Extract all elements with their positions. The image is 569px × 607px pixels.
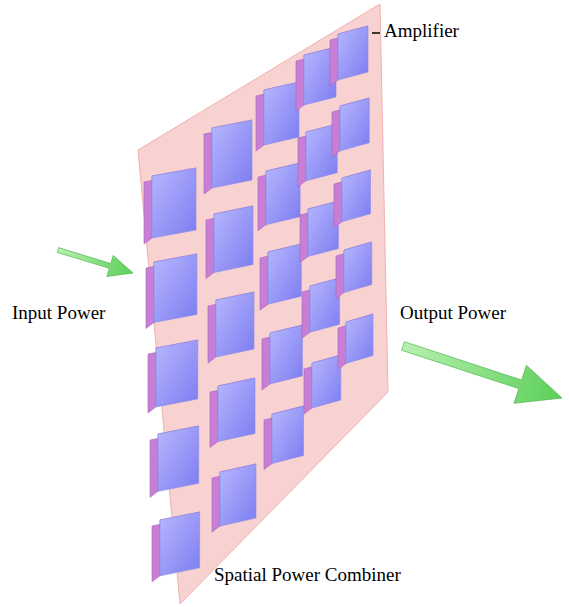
amplifier-face (272, 406, 304, 464)
amplifier-face (268, 244, 301, 304)
amplifier-side (304, 355, 341, 414)
amplifier-face (264, 82, 299, 145)
amplifier-side (334, 170, 371, 228)
amplifier-block (210, 378, 255, 448)
amplifier-side (338, 314, 373, 369)
amplifier-face (152, 168, 196, 238)
amplifier-face (156, 340, 198, 407)
amplifier-face (212, 120, 252, 188)
amplifier-face (266, 163, 300, 225)
amplifier-side (330, 26, 368, 86)
amplifier-face (154, 254, 197, 322)
amplifier-block (302, 278, 340, 338)
amplifier-face (218, 378, 255, 442)
amplifier-side (208, 292, 254, 363)
amplifier-face (310, 278, 340, 332)
amplifier-side (150, 426, 199, 497)
amplifier-block (330, 26, 368, 86)
amplifier-face (160, 512, 200, 576)
amplifier-side (262, 325, 302, 390)
amplifier-face (158, 426, 199, 491)
callout-label: Output Power (400, 302, 506, 325)
amplifier-block (304, 355, 341, 414)
amplifier-face (220, 464, 256, 526)
amplifier-face (342, 170, 371, 222)
amplifier-block (150, 426, 199, 497)
amplifier-side (152, 512, 200, 582)
amplifier-block (300, 201, 338, 263)
amplifier-side (332, 98, 369, 157)
amplifier-side (204, 120, 252, 194)
amplifier-side (260, 244, 301, 310)
amplifier-side (258, 163, 300, 231)
amplifier-side (148, 340, 198, 413)
amplifier-side (206, 206, 253, 279)
amplifier-block (336, 242, 372, 299)
amplifier-block (144, 168, 196, 244)
amplifier-block (298, 124, 337, 187)
amplifier-block (338, 314, 373, 369)
amplifier-block (146, 254, 197, 328)
amplifier-side (210, 378, 255, 448)
amplifier-block (204, 120, 252, 194)
amplifier-side (264, 406, 304, 470)
amplifier-face (344, 242, 372, 293)
output-arrow (397, 327, 568, 417)
callout-label: Amplifier (384, 20, 459, 43)
amplifier-face (270, 325, 302, 384)
amplifier-face (346, 314, 373, 363)
caption: Spatial Power Combiner (214, 564, 401, 587)
amplifier-block (332, 98, 369, 157)
amplifier-face (216, 292, 254, 357)
amplifier-block (148, 340, 198, 413)
amplifier-block (256, 82, 299, 151)
combiner-plane (138, 4, 388, 604)
amplifier-block (212, 464, 256, 532)
leader-line (372, 32, 380, 34)
amplifier-side (298, 124, 337, 187)
amplifier-side (300, 201, 338, 263)
amplifier-block (260, 244, 301, 310)
amplifier-side (212, 464, 256, 532)
amplifier-side (256, 82, 299, 151)
amplifier-side (302, 278, 340, 338)
amplifier-face (312, 355, 341, 408)
amplifier-face (214, 206, 253, 273)
callout-label: Input Power (12, 302, 105, 325)
amplifier-block (264, 406, 304, 470)
amplifier-block (334, 170, 371, 228)
amplifier-block (208, 292, 254, 363)
amplifier-block (258, 163, 300, 231)
input-arrow (55, 239, 136, 283)
amplifier-side (146, 254, 197, 328)
amplifier-block (152, 512, 200, 582)
amplifier-face (340, 98, 369, 151)
amplifier-block (262, 325, 302, 390)
amplifier-side (336, 242, 372, 299)
amplifier-side (144, 168, 196, 244)
amplifier-face (338, 26, 368, 80)
amplifier-block (206, 206, 253, 279)
